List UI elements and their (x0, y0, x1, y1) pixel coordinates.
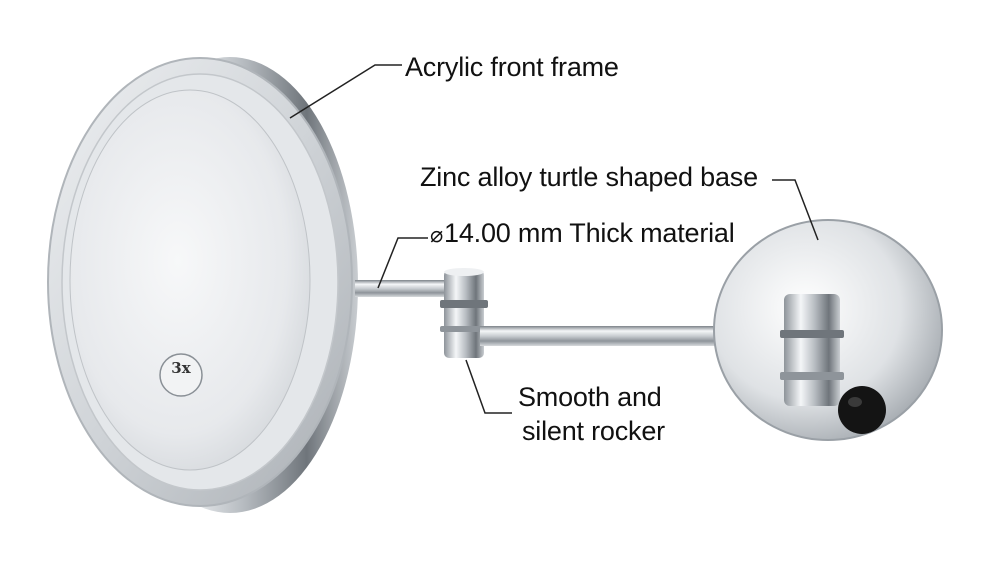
base-pivot (780, 294, 844, 406)
leader-base (772, 179, 819, 241)
mirror-glass (69, 89, 311, 471)
callout-zinc-alloy-base: Zinc alloy turtle shaped base (420, 162, 758, 192)
rocker-joint (440, 268, 488, 358)
rocker-line-1: Smooth and (518, 382, 662, 412)
magnification-badge (159, 353, 203, 397)
leader-lines (289, 64, 819, 414)
mirror-assembly (47, 57, 358, 513)
leader-rocker (465, 359, 512, 414)
switch-knob (838, 386, 886, 434)
leader-acrylic (289, 64, 402, 119)
thick-material-text: 14.00 mm Thick material (444, 218, 735, 248)
magnification-label: 3x (171, 359, 191, 377)
callout-acrylic-front-frame: Acrylic front frame (405, 52, 619, 82)
leader-thick (377, 237, 428, 289)
callout-thick-material: ⌀14.00 mm Thick material (430, 216, 735, 252)
diameter-symbol: ⌀ (430, 222, 444, 247)
mirror-arm (355, 280, 465, 297)
rocker-line-2: silent rocker (522, 416, 665, 446)
callout-silent-rocker: Smooth and silent rocker (518, 380, 665, 448)
